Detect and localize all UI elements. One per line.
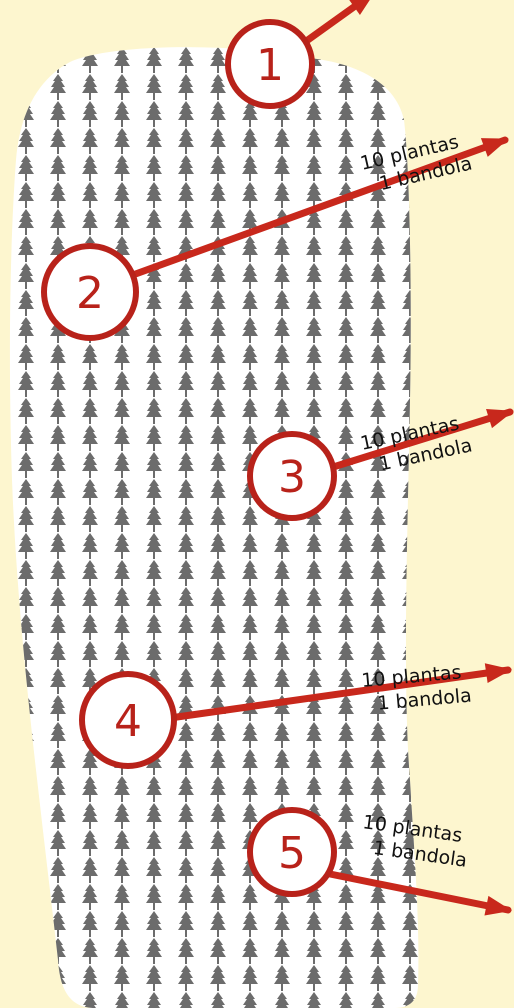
tree-icon (18, 857, 34, 883)
tree-icon (18, 803, 34, 829)
marker-number: 5 (278, 828, 306, 879)
marker-number: 2 (76, 268, 104, 319)
arrowhead-4 (484, 663, 512, 683)
arrow-5 (326, 870, 512, 914)
tree-icon (18, 965, 34, 991)
tree-icon (18, 47, 34, 73)
tree-icon (18, 884, 34, 910)
arrowhead-3 (486, 408, 514, 429)
arrowhead-1 (349, 0, 370, 15)
marker-3: 3 (247, 431, 337, 521)
arrowhead-5 (484, 895, 512, 916)
tree-icon (18, 938, 34, 964)
tree-icon (18, 749, 34, 775)
tree-icon (402, 74, 418, 100)
marker-2: 2 (41, 243, 139, 341)
marker-4: 4 (79, 671, 177, 769)
tree-icon (18, 830, 34, 856)
tree-icon (18, 776, 34, 802)
tree-icon (18, 992, 34, 1008)
tree-icon (402, 101, 418, 127)
tree-icon (50, 992, 66, 1008)
tree-icon (18, 911, 34, 937)
marker-1: 1 (225, 19, 315, 109)
arrow-2 (126, 136, 509, 280)
marker-number: 4 (114, 696, 142, 747)
arrow-3 (326, 408, 514, 472)
tree-icon (18, 74, 34, 100)
marker-5: 5 (247, 807, 337, 897)
arrowhead-2 (480, 138, 509, 157)
arrow-4 (166, 666, 512, 722)
arrows (126, 0, 514, 916)
marker-number: 1 (256, 40, 284, 91)
tree-icon (370, 47, 386, 73)
tree-icon (402, 47, 418, 73)
marker-number: 3 (278, 452, 306, 503)
